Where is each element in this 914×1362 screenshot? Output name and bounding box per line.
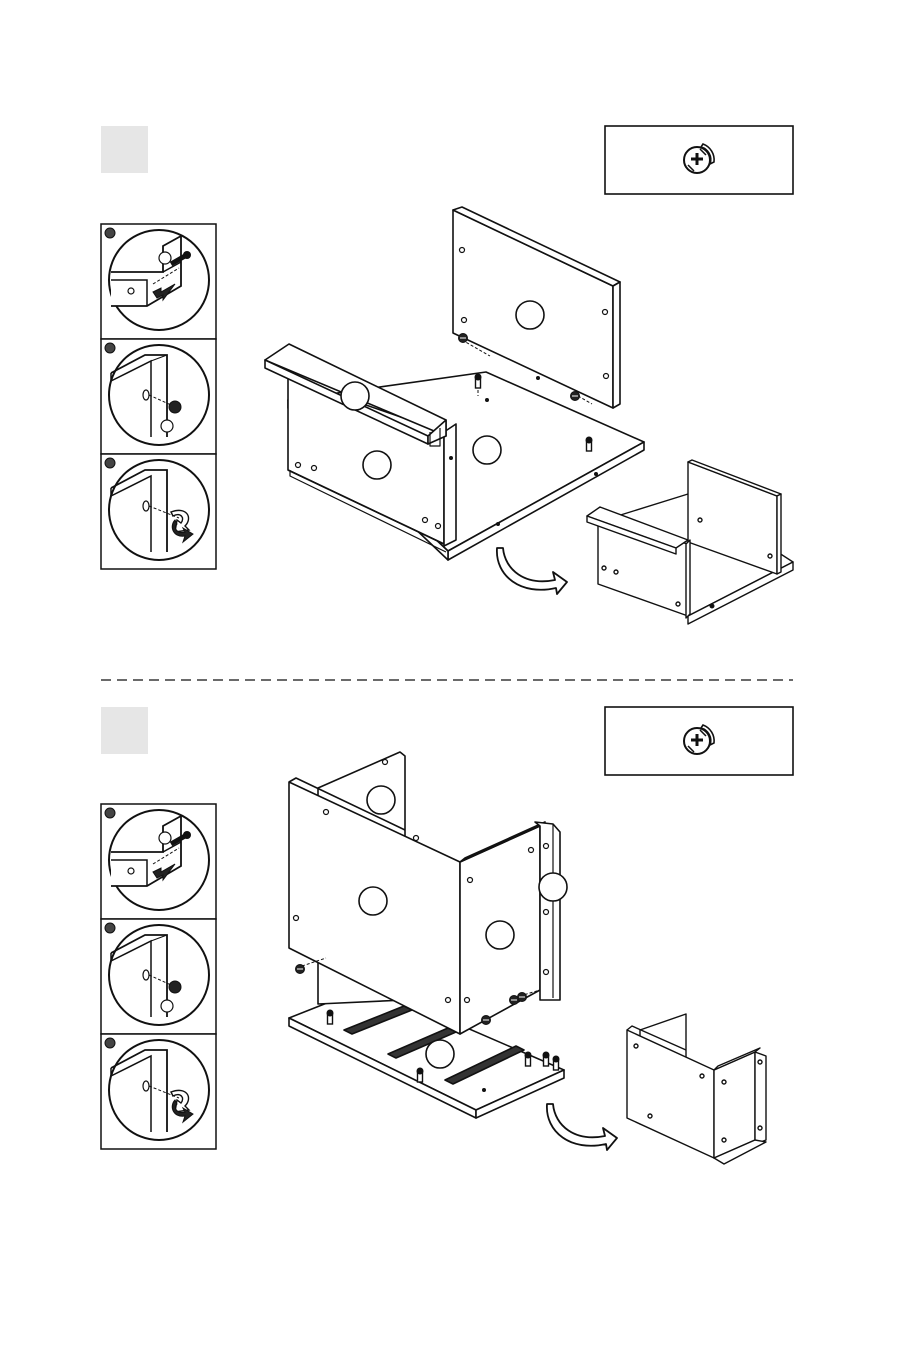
cam-lock-detail — [101, 339, 216, 454]
step-a — [101, 126, 793, 624]
cam-lock-detail — [101, 919, 216, 1034]
result-cabinet-b — [627, 1014, 766, 1164]
step-number-box — [101, 126, 148, 173]
rotate-detail — [101, 454, 216, 569]
cabinet-assembly-a — [265, 207, 644, 560]
cam-bolt-detail — [101, 224, 216, 339]
hardware-box — [605, 707, 793, 775]
step-number-box — [101, 707, 148, 754]
detail-panels — [101, 224, 216, 569]
rotate-arrow-icon — [497, 548, 567, 594]
rotate-arrow-icon — [547, 1104, 617, 1150]
cam-bolt-detail — [101, 804, 216, 919]
detail-panels — [101, 804, 216, 1149]
step-b — [101, 707, 793, 1164]
result-cabinet-a — [587, 460, 793, 624]
hardware-box — [605, 126, 793, 194]
rotate-detail — [101, 1034, 216, 1149]
